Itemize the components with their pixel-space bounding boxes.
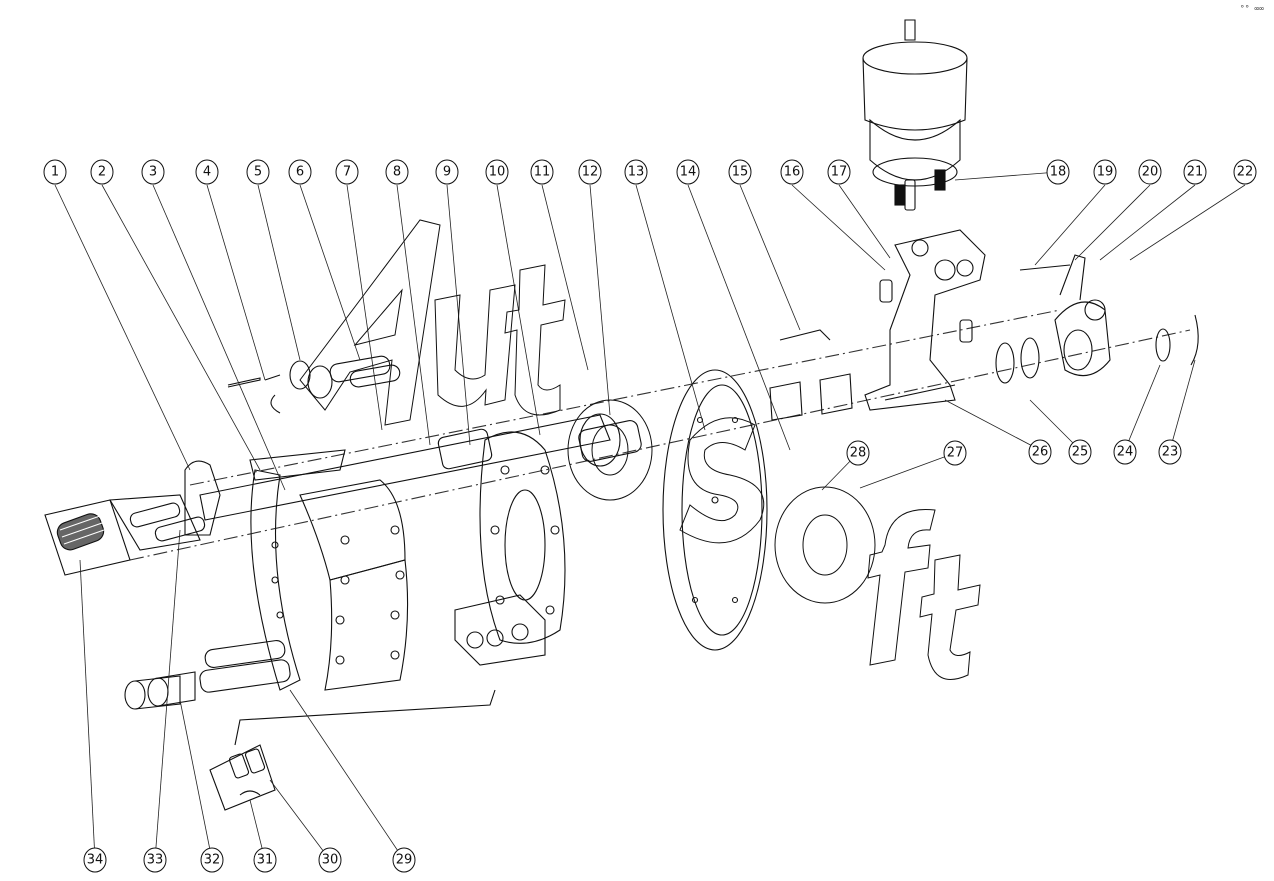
watermark-outline — [299, 219, 981, 680]
callout-circle — [780, 159, 804, 185]
callout-circle — [141, 159, 165, 185]
leader-lines — [54, 171, 1246, 861]
callout-number-12: 12 — [582, 165, 599, 180]
callout-number-18: 18 — [1050, 165, 1067, 180]
callout-number-32: 32 — [204, 853, 221, 868]
callout-circle — [1158, 439, 1182, 465]
callout-number-15: 15 — [732, 165, 749, 180]
air-chamber — [862, 19, 968, 211]
roller-set — [227, 355, 401, 414]
callout-number-8: 8 — [393, 165, 401, 180]
callout-circle — [43, 159, 67, 185]
callout-circle — [318, 847, 342, 873]
callout-circle — [827, 159, 851, 185]
callout-circle — [392, 847, 416, 873]
callout-number-13: 13 — [628, 165, 645, 180]
lower-bracket — [454, 594, 546, 666]
callout-circle — [1028, 439, 1052, 465]
brake-shoes — [199, 449, 409, 693]
callout-circle — [846, 440, 870, 466]
chamber-bracket — [864, 229, 986, 411]
callout-circle — [435, 159, 459, 185]
callout-circle — [1113, 439, 1137, 465]
callout-number-9: 9 — [443, 165, 451, 180]
callout-circle — [83, 847, 107, 873]
callout-circle — [143, 847, 167, 873]
callout-number-22: 22 — [1237, 165, 1254, 180]
callouts-right: 26 25 24 23 28 27 — [846, 439, 1182, 466]
callout-circle — [90, 159, 114, 185]
cam-bushings — [769, 329, 853, 421]
callout-number-1: 1 — [51, 165, 59, 180]
callout-circle — [1233, 159, 1257, 185]
axis-lines — [129, 309, 1191, 561]
fitting-parts — [209, 689, 496, 811]
callout-number-10: 10 — [489, 165, 506, 180]
callout-number-7: 7 — [343, 165, 351, 180]
callout-number-16: 16 — [784, 165, 801, 180]
callout-circle — [253, 847, 277, 873]
callout-circle — [1183, 159, 1207, 185]
callout-number-11: 11 — [534, 165, 551, 180]
callout-circle — [530, 159, 554, 185]
callout-circle — [1068, 439, 1092, 465]
callout-number-4: 4 — [203, 165, 211, 180]
callout-circle — [1138, 159, 1162, 185]
callout-circle — [485, 159, 509, 185]
callout-number-2: 2 — [98, 165, 106, 180]
callout-number-14: 14 — [680, 165, 697, 180]
callout-number-34: 34 — [87, 853, 104, 868]
callout-number-6: 6 — [296, 165, 304, 180]
callout-number-26: 26 — [1032, 445, 1049, 460]
callout-circle — [385, 159, 409, 185]
callout-number-31: 31 — [257, 853, 274, 868]
callout-number-19: 19 — [1097, 165, 1114, 180]
callout-circle — [676, 159, 700, 185]
slack-adjuster — [1019, 254, 1199, 377]
bushings — [124, 671, 196, 710]
anchor-bracket — [109, 460, 221, 551]
callout-circle — [288, 159, 312, 185]
callout-number-24: 24 — [1117, 445, 1134, 460]
callout-circle — [728, 159, 752, 185]
callout-number-33: 33 — [147, 853, 164, 868]
callout-circle — [943, 440, 967, 466]
callout-number-21: 21 — [1187, 165, 1204, 180]
callout-number-5: 5 — [254, 165, 262, 180]
callout-number-28: 28 — [850, 446, 867, 461]
callout-circle — [578, 159, 602, 185]
callouts-bottom: 34 33 32 31 30 29 — [83, 847, 416, 873]
callout-number-20: 20 — [1142, 165, 1159, 180]
callout-circle — [246, 159, 270, 185]
callout-circle — [1093, 159, 1117, 185]
camshaft — [199, 414, 611, 521]
callout-circle — [200, 847, 224, 873]
callout-number-17: 17 — [831, 165, 848, 180]
callout-circle — [624, 159, 648, 185]
callout-number-27: 27 — [947, 446, 964, 461]
callout-number-23: 23 — [1162, 445, 1179, 460]
washers — [995, 337, 1040, 384]
callout-circle — [1046, 159, 1070, 185]
callout-circle — [195, 159, 219, 185]
callout-number-3: 3 — [149, 165, 157, 180]
brake-disc — [662, 369, 768, 651]
spring-part — [44, 499, 131, 576]
corner-mark: °° ∞∞ — [1239, 4, 1264, 13]
callout-number-25: 25 — [1072, 445, 1089, 460]
callout-number-30: 30 — [322, 853, 339, 868]
callout-number-29: 29 — [396, 853, 413, 868]
callout-circle — [335, 159, 359, 185]
